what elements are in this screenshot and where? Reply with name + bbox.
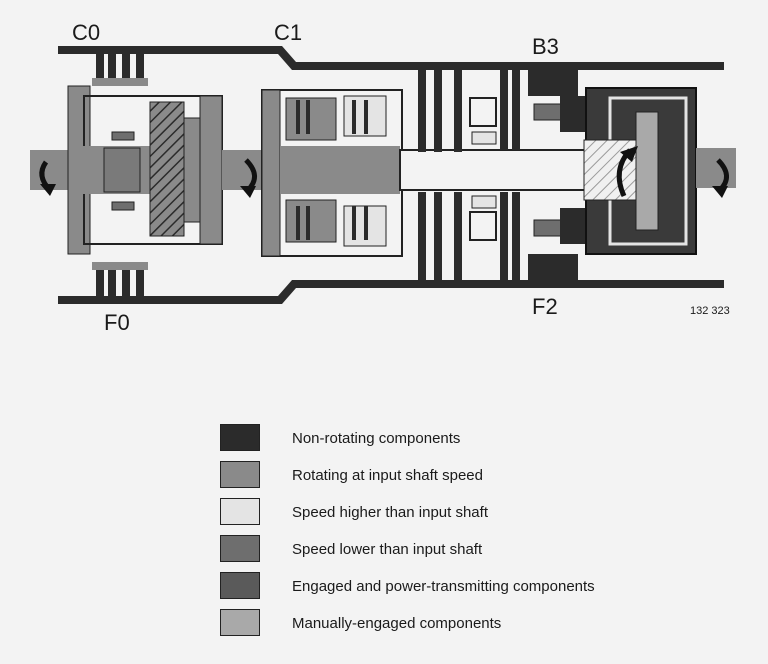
f0-clutch	[92, 262, 148, 296]
label-b3: B3	[532, 34, 559, 59]
legend-label: Non-rotating components	[292, 430, 461, 447]
c1-clutch	[261, 89, 403, 257]
label-f0: F0	[104, 310, 130, 335]
figure-reference-number: 132 323	[690, 305, 730, 317]
label-f2: F2	[532, 294, 558, 319]
legend-swatch	[220, 424, 260, 451]
legend-swatch	[220, 609, 260, 636]
label-c1: C1	[274, 20, 302, 45]
legend-swatch	[220, 572, 260, 599]
legend-item: Speed higher than input shaft	[220, 498, 740, 535]
front-planetary	[67, 85, 262, 255]
b3-brake	[528, 70, 590, 132]
legend-swatch	[220, 461, 260, 488]
c0-clutch	[92, 54, 148, 86]
label-c0: C0	[72, 20, 100, 45]
legend-item: Manually-engaged components	[220, 609, 740, 646]
legend-item: Non-rotating components	[220, 424, 740, 461]
legend-label: Manually-engaged components	[292, 615, 502, 632]
legend-label: Speed higher than input shaft	[292, 504, 488, 521]
input-shaft	[30, 150, 70, 196]
intermediate-shaft	[399, 149, 591, 191]
legend-label: Engaged and power-transmitting component…	[292, 578, 595, 595]
legend-label: Rotating at input shaft speed	[292, 467, 483, 484]
rear-planetary	[583, 87, 736, 255]
legend-swatch	[220, 535, 260, 562]
legend-item: Engaged and power-transmitting component…	[220, 572, 740, 609]
housing	[58, 46, 724, 304]
legend-item: Speed lower than input shaft	[220, 535, 740, 572]
legend-item: Rotating at input shaft speed	[220, 461, 740, 498]
one-way-clutch	[469, 97, 497, 241]
legend-swatch	[220, 498, 260, 525]
legend-label: Speed lower than input shaft	[292, 541, 483, 558]
f2-clutch	[528, 208, 590, 280]
brake-packs	[418, 70, 520, 280]
